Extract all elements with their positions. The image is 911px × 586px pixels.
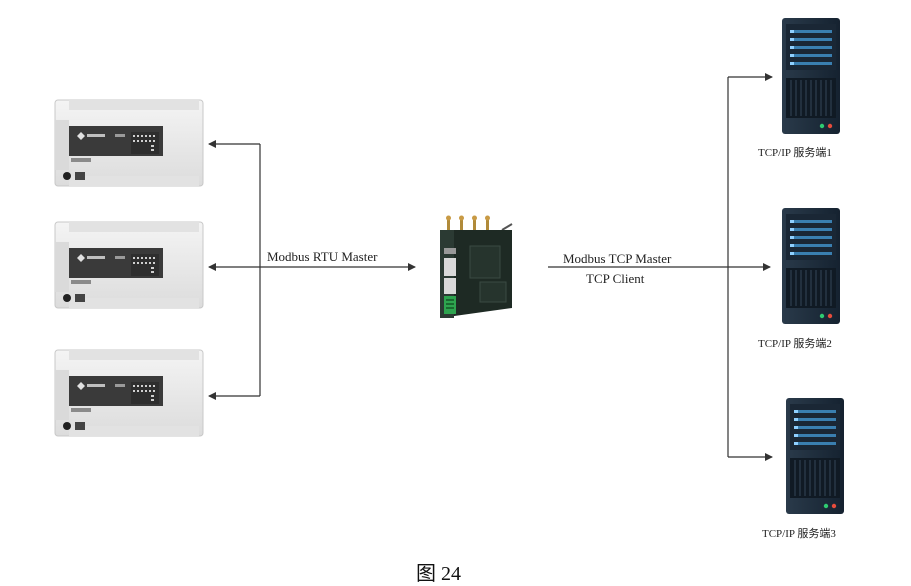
figure-caption: 图 24: [416, 563, 461, 585]
plc-device-3: [54, 349, 204, 437]
rtu-bus: [208, 140, 416, 400]
server-3: [786, 398, 844, 514]
tcp-bus: [548, 73, 773, 461]
tcp-link-label-line2: TCP Client: [586, 271, 645, 286]
tcp-link-label-line1: Modbus TCP Master: [563, 251, 672, 266]
server-2-label: TCP/IP 服务端2: [758, 338, 832, 350]
gateway-device: [440, 215, 513, 318]
server-3-label: TCP/IP 服务端3: [762, 528, 836, 540]
server-2: [782, 208, 840, 324]
plc-device-2: [54, 221, 204, 309]
rtu-link-label: Modbus RTU Master: [267, 249, 378, 264]
plc-device-1: [54, 99, 204, 187]
server-1: [782, 18, 840, 134]
server-1-label: TCP/IP 服务端1: [758, 147, 832, 159]
diagram-canvas: [54, 18, 844, 514]
